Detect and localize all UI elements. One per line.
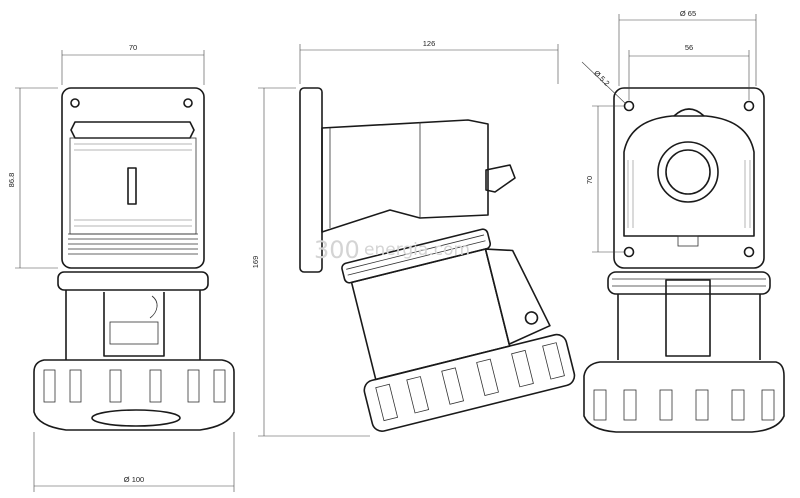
front-ring-notches [43, 369, 226, 403]
side-view [299, 87, 576, 432]
side-latch [485, 164, 516, 193]
watermark-number: 300 [314, 236, 360, 264]
back-screw-hole-tl [623, 100, 635, 112]
back-ring-notches [593, 389, 775, 421]
back-collar [607, 271, 771, 295]
back-cable-gland-outer [657, 141, 719, 203]
side-hood [321, 119, 489, 233]
side-tilted-body [341, 228, 576, 432]
dim-side-length: 126 [423, 39, 436, 48]
side-lid-screw [524, 311, 539, 325]
back-dimensions: Ø 65 56 70 Ø 5.2 [581, 9, 757, 253]
back-screw-hole-br [743, 246, 755, 258]
front-body-sides [65, 290, 201, 360]
front-hood-top [70, 121, 195, 139]
back-nut-ring [583, 361, 785, 433]
back-flange [623, 115, 755, 237]
front-collar [57, 271, 209, 291]
side-dimensions: 126 169 [251, 39, 559, 437]
watermark-text: energia.com [364, 240, 470, 260]
back-body-sides [617, 294, 761, 360]
front-lid-spring [149, 295, 158, 319]
watermark: 300 energia.com [314, 236, 470, 264]
back-latch [677, 235, 699, 247]
back-lid [665, 279, 711, 357]
dim-front-height: 86.8 [7, 173, 16, 188]
front-latch-slot [127, 167, 137, 205]
dim-back-hole-diameter: Ø 5.2 [592, 69, 611, 88]
back-view [583, 87, 785, 433]
back-flange-top-lip [673, 108, 705, 117]
back-cable-gland-inner [665, 149, 711, 195]
front-screw-hole-tr [183, 98, 193, 108]
front-lid [103, 292, 165, 357]
side-ribs [346, 234, 486, 276]
side-nut-ring [363, 333, 576, 432]
side-lid [484, 248, 551, 345]
front-view [33, 87, 235, 431]
front-lid-hinge [109, 321, 159, 345]
front-mounting-plate [61, 87, 205, 269]
front-screw-hole-tl [70, 98, 80, 108]
dim-front-width: 70 [129, 43, 137, 52]
back-mounting-plate [613, 87, 765, 269]
side-ring-notches [375, 342, 565, 422]
back-collar-ribs [612, 278, 766, 287]
back-screw-hole-tr [743, 100, 755, 112]
front-hood-body [69, 137, 197, 235]
dim-back-hole-spacing-vertical: 70 [585, 176, 594, 184]
back-flange-hatch [627, 160, 751, 228]
dim-side-height: 169 [251, 256, 260, 269]
dim-front-ring-diameter: Ø 100 [124, 475, 144, 484]
front-hood-hatch [74, 143, 192, 227]
front-dimensions: 70 86.8 Ø 100 [7, 43, 235, 492]
back-screw-hole-bl [623, 246, 635, 258]
dim-back-flange-diameter: Ø 65 [680, 9, 696, 18]
dim-back-hole-spacing: 56 [685, 43, 693, 52]
front-socket-face [91, 409, 181, 427]
front-ribs [68, 233, 198, 255]
side-hood-edges [329, 122, 421, 228]
front-nut-ring [33, 359, 235, 431]
